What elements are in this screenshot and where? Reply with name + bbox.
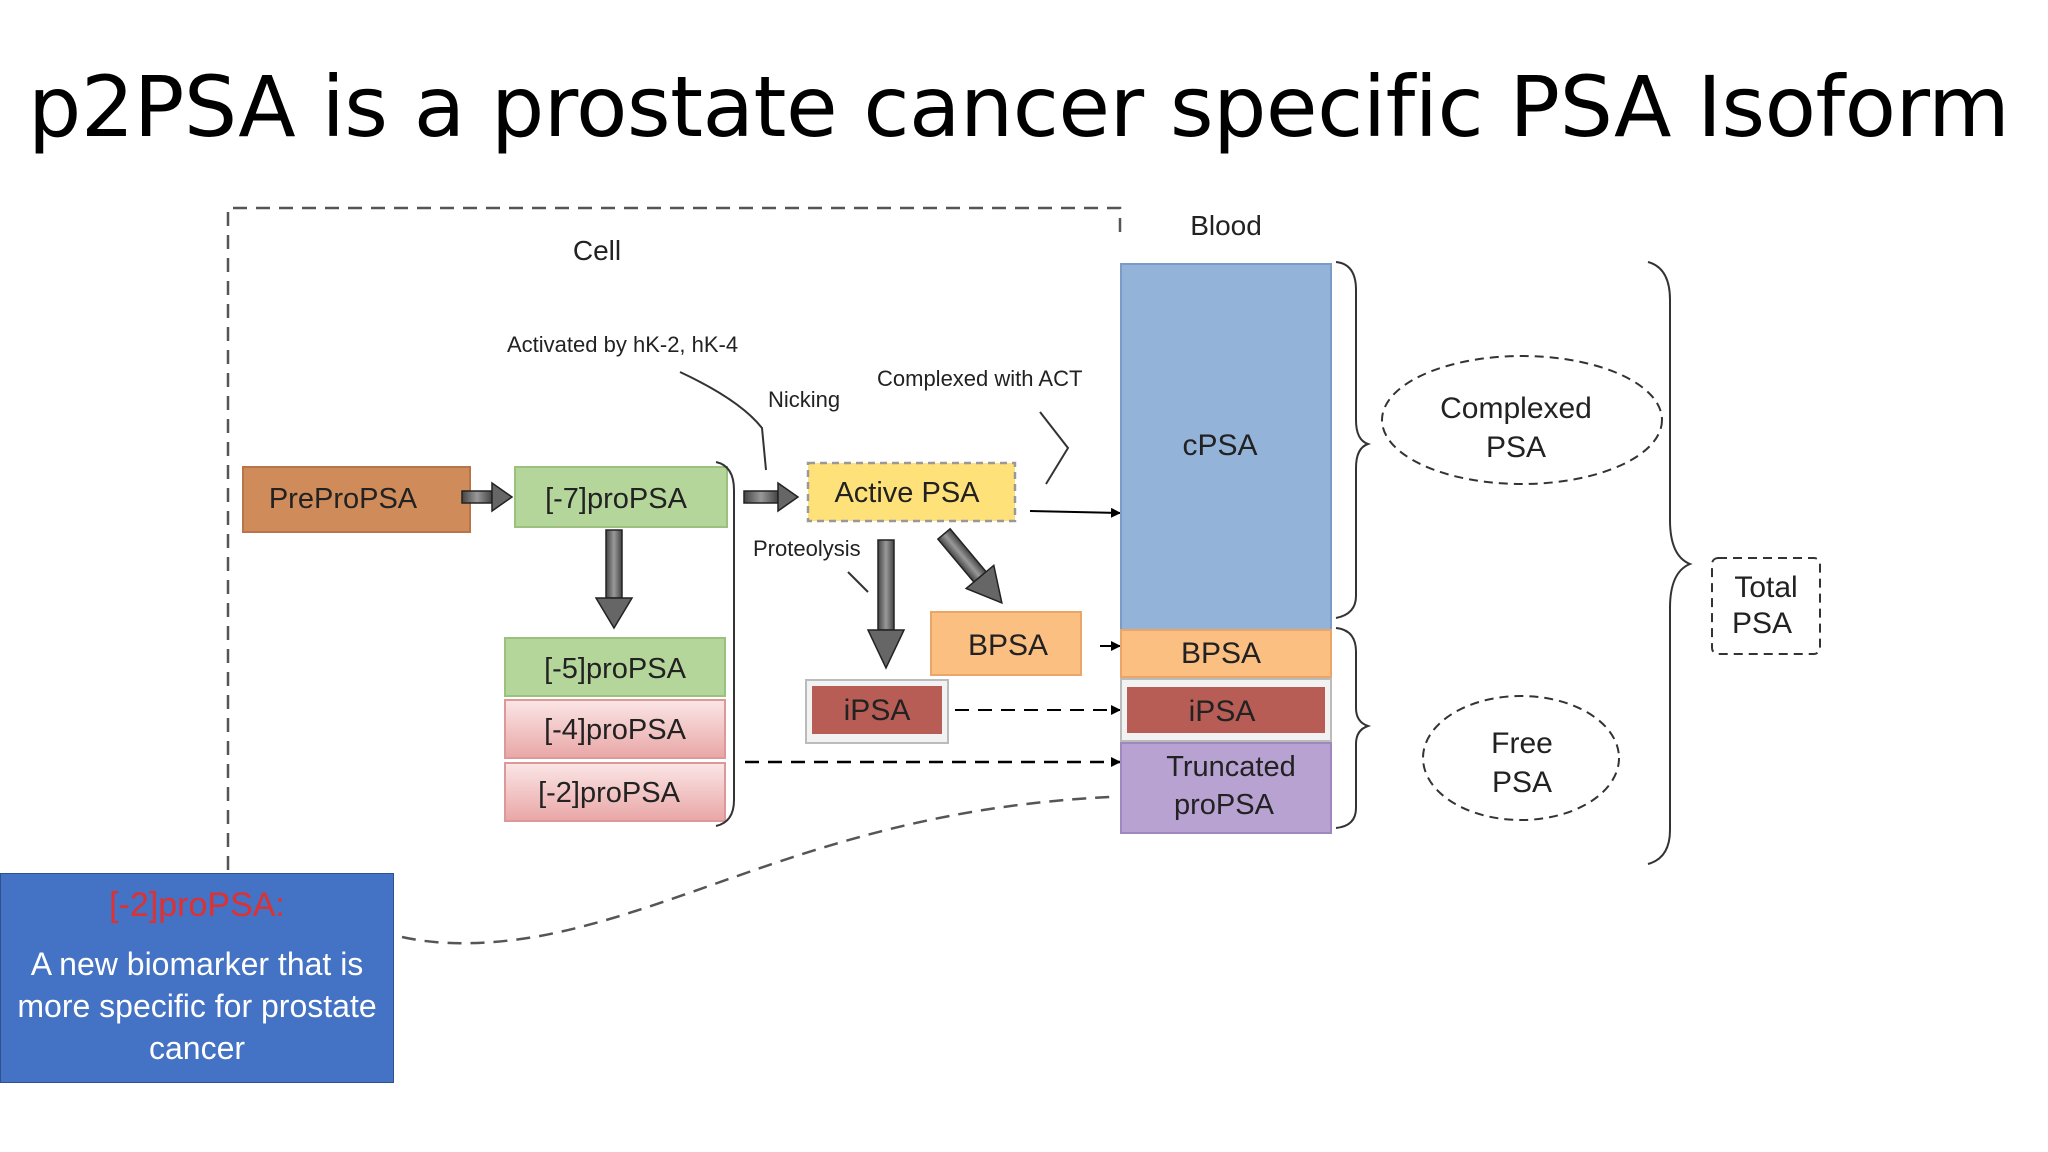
cell-bpsa-label: BPSA	[968, 629, 1048, 662]
activated-pointer	[679, 371, 767, 471]
m2propsa-label: [-2]proPSA	[538, 777, 680, 809]
proteolysis-annotation: Proteolysis	[753, 536, 861, 561]
active-psa-box	[806, 461, 1017, 523]
m2propsa-box	[504, 762, 726, 822]
total-psa-line1: Total	[1734, 571, 1797, 604]
active-psa-label: Active PSA	[834, 477, 980, 509]
blood-ipsa-fill	[1127, 687, 1325, 733]
callout-body: A new biomarker that is more specific fo…	[17, 946, 377, 1066]
arrow-active-to-ipsa	[866, 539, 906, 670]
free-psa-line2: PSA	[1492, 766, 1552, 799]
blood-bpsa-label: BPSA	[1181, 637, 1261, 670]
callout-connector	[401, 795, 1111, 945]
blood-cpsa-label: cPSA	[1182, 429, 1257, 462]
arrow-m7-to-m5	[594, 529, 634, 630]
arrow-m7-to-active	[743, 481, 800, 513]
cell-ipsa-label: iPSA	[844, 694, 911, 727]
callout-title: [-2]proPSA:	[109, 886, 285, 924]
m5propsa-label: [-5]proPSA	[544, 653, 686, 685]
total-psa-box	[1711, 557, 1821, 655]
propsa-bracket	[715, 461, 735, 827]
m7propsa-label: [-7]proPSA	[545, 483, 687, 515]
free-brace	[1335, 627, 1372, 829]
cell-ipsa-fill	[812, 686, 942, 734]
arrow-prepropsa-to-m7	[461, 481, 514, 513]
m5propsa-box	[504, 637, 726, 697]
arrow-active-to-cpsa	[1029, 507, 1121, 518]
prepropsa-box	[242, 466, 471, 533]
complexed-psa-line1: Complexed	[1440, 392, 1592, 425]
arrow-active-to-bpsa	[936, 527, 1003, 605]
complexed-pointer	[1039, 411, 1070, 485]
free-psa-ellipse	[1422, 695, 1620, 821]
complexed-psa-line2: PSA	[1486, 431, 1546, 464]
nicking-annotation: Nicking	[768, 387, 840, 412]
free-psa-line1: Free	[1491, 727, 1553, 760]
blood-truncated-box	[1120, 742, 1332, 834]
cell-label: Cell	[573, 235, 621, 266]
blood-truncated-line1: Truncated	[1166, 751, 1296, 783]
blood-ipsa-label: iPSA	[1189, 695, 1256, 728]
complexed-brace	[1335, 261, 1372, 619]
cell-boundary	[226, 206, 1122, 870]
activated-annotation: Activated by hK-2, hK-4	[507, 332, 738, 357]
total-brace	[1647, 261, 1693, 865]
total-psa-line2: PSA	[1732, 607, 1792, 640]
biomarker-callout: [-2]proPSA: A new biomarker that is more…	[0, 873, 394, 1083]
blood-truncated-line2: proPSA	[1174, 789, 1275, 821]
complexed-psa-ellipse	[1381, 355, 1663, 485]
prepropsa-label: PreProPSA	[269, 483, 418, 515]
m7propsa-box	[514, 466, 728, 528]
blood-label: Blood	[1190, 210, 1262, 241]
m4propsa-label: [-4]proPSA	[544, 714, 686, 746]
slide-title: p2PSA is a prostate cancer specific PSA …	[28, 58, 2010, 156]
m4propsa-box	[504, 699, 726, 759]
cell-bpsa-box	[930, 611, 1082, 676]
blood-bpsa-box	[1120, 629, 1332, 678]
proteolysis-pointer	[847, 571, 869, 593]
complexed-act-annotation: Complexed with ACT	[877, 366, 1082, 391]
blood-cpsa-box	[1120, 263, 1332, 631]
